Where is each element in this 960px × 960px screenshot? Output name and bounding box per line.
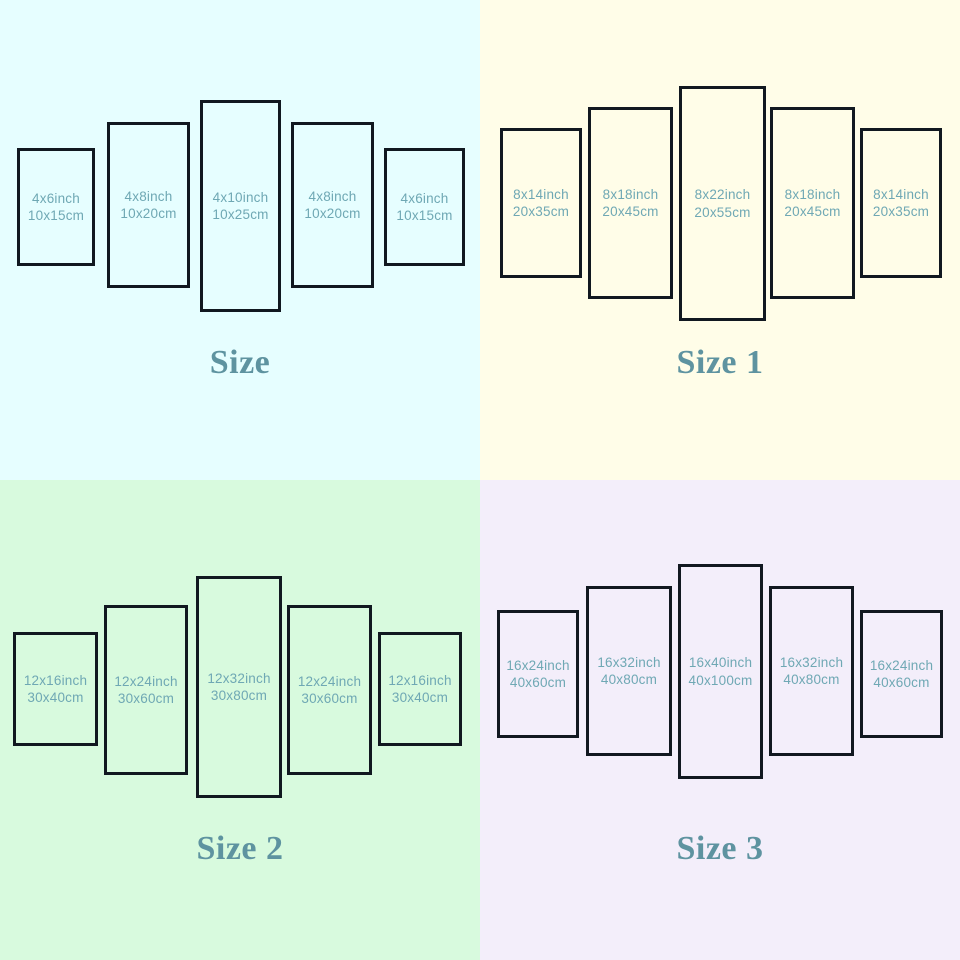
- panel-size-inch: 4x10inch: [212, 189, 269, 205]
- panel-size-label: 12x16inch 30x40cm: [388, 672, 451, 707]
- panel-size-cm: 30x40cm: [391, 690, 449, 705]
- panel-size-inch: 16x40inch: [688, 655, 753, 671]
- panel-size-cm: 40x60cm: [873, 675, 930, 690]
- canvas-panel-1: 8x14inch 20x35cm: [500, 128, 582, 278]
- canvas-panel-5: 16x24inch 40x60cm: [860, 610, 943, 738]
- panel-size-label: 16x32inch 40x80cm: [780, 654, 843, 689]
- canvas-panel-4: 16x32inch 40x80cm: [769, 586, 854, 756]
- panel-size-cm: 20x45cm: [784, 204, 841, 219]
- panel-size-inch: 16x32inch: [779, 654, 844, 670]
- panel-group: 16x24inch 40x60cm 16x32inch 40x80cm 16x40inc…: [480, 480, 960, 960]
- quadrant-title-size-1: Size 1: [676, 344, 764, 381]
- panel-size-cm: 10x15cm: [27, 208, 85, 223]
- panel-size-inch: 4x6inch: [400, 190, 449, 206]
- canvas-panel-5: 12x16inch 30x40cm: [378, 632, 462, 746]
- panel-size-inch: 12x16inch: [388, 672, 452, 688]
- quadrant-size: 4x6inch 10x15cm 4x8inch 10x20cm 4x10inch 10x2…: [0, 0, 480, 480]
- canvas-panel-3: 12x32inch 30x80cm: [196, 576, 282, 798]
- panel-size-label: 8x14inch 20x35cm: [873, 186, 929, 221]
- panel-size-inch: 8x14inch: [873, 186, 929, 202]
- panel-size-cm: 40x80cm: [600, 672, 658, 687]
- quadrant-title-size: Size: [209, 344, 271, 381]
- panel-group: 12x16inch 30x40cm 12x24inch 30x60cm 12x32inc…: [0, 480, 480, 960]
- canvas-panel-1: 4x6inch 10x15cm: [17, 148, 95, 266]
- panel-group: 4x6inch 10x15cm 4x8inch 10x20cm 4x10inch 10x2…: [0, 0, 480, 480]
- canvas-panel-4: 8x18inch 20x45cm: [770, 107, 855, 299]
- panel-size-label: 12x24inch 30x60cm: [298, 673, 361, 708]
- panel-size-label: 16x24inch 40x60cm: [870, 657, 933, 692]
- panel-size-cm: 30x60cm: [301, 691, 358, 706]
- panel-size-inch: 12x24inch: [297, 673, 362, 689]
- panel-size-inch: 4x6inch: [32, 190, 80, 206]
- panel-size-cm: 20x45cm: [602, 204, 659, 219]
- panel-size-cm: 10x15cm: [396, 208, 453, 223]
- canvas-panel-1: 16x24inch 40x60cm: [497, 610, 579, 738]
- canvas-panel-2: 8x18inch 20x45cm: [588, 107, 673, 299]
- panel-size-cm: 20x35cm: [512, 204, 570, 219]
- panel-size-label: 12x24inch 30x60cm: [114, 673, 177, 708]
- panel-size-cm: 20x35cm: [872, 204, 930, 219]
- panel-size-label: 4x6inch 10x15cm: [396, 190, 452, 225]
- canvas-panel-3: 4x10inch 10x25cm: [200, 100, 281, 312]
- canvas-panel-2: 16x32inch 40x80cm: [586, 586, 672, 756]
- panel-size-inch: 12x16inch: [23, 672, 88, 688]
- panel-size-inch: 16x24inch: [506, 657, 570, 673]
- quadrant-size-3: 16x24inch 40x60cm 16x32inch 40x80cm 16x40inc…: [480, 480, 960, 960]
- panel-size-label: 8x18inch 20x45cm: [784, 186, 840, 221]
- panel-size-label: 16x32inch 40x80cm: [597, 654, 660, 689]
- panel-size-cm: 40x60cm: [509, 675, 567, 690]
- quadrant-title-size-2: Size 2: [196, 830, 284, 867]
- panel-size-label: 4x6inch 10x15cm: [28, 190, 84, 225]
- canvas-panel-4: 4x8inch 10x20cm: [291, 122, 374, 288]
- panel-size-cm: 40x100cm: [688, 672, 753, 688]
- panel-size-inch: 8x14inch: [513, 186, 569, 202]
- panel-size-label: 4x8inch 10x20cm: [120, 188, 176, 223]
- panel-size-label: 8x18inch 20x45cm: [602, 186, 658, 221]
- panel-size-inch: 8x18inch: [602, 186, 659, 202]
- panel-size-label: 8x14inch 20x35cm: [513, 186, 569, 221]
- canvas-panel-2: 4x8inch 10x20cm: [107, 122, 190, 288]
- panel-size-cm: 30x60cm: [117, 691, 175, 706]
- panel-size-cm: 30x80cm: [210, 688, 268, 703]
- panel-size-label: 12x16inch 30x40cm: [24, 672, 87, 707]
- panel-size-inch: 16x24inch: [869, 657, 934, 673]
- panel-size-label: 4x8inch 10x20cm: [304, 188, 360, 223]
- panel-size-inch: 8x18inch: [784, 186, 841, 202]
- panel-size-inch: 16x32inch: [597, 654, 661, 670]
- panel-size-inch: 12x32inch: [207, 670, 271, 686]
- quadrant-size-2: 12x16inch 30x40cm 12x24inch 30x60cm 12x32inc…: [0, 480, 480, 960]
- panel-size-cm: 30x40cm: [27, 690, 84, 705]
- panel-size-inch: 4x8inch: [124, 188, 173, 204]
- canvas-panel-1: 12x16inch 30x40cm: [13, 632, 98, 746]
- panel-size-cm: 10x25cm: [212, 207, 269, 222]
- panel-size-label: 4x10inch 10x25cm: [212, 189, 268, 224]
- panel-size-cm: 40x80cm: [783, 672, 840, 687]
- panel-size-label: 12x32inch 30x80cm: [207, 670, 270, 705]
- panel-size-cm: 10x20cm: [120, 206, 177, 221]
- canvas-panel-2: 12x24inch 30x60cm: [104, 605, 188, 775]
- quadrant-title-size-3: Size 3: [676, 830, 764, 867]
- canvas-panel-5: 4x6inch 10x15cm: [384, 148, 465, 266]
- panel-size-inch: 4x8inch: [308, 188, 357, 204]
- panel-size-inch: 12x24inch: [114, 673, 178, 689]
- panel-size-cm: 20x55cm: [694, 204, 751, 220]
- panel-size-inch: 8x22inch: [694, 187, 751, 203]
- canvas-panel-5: 8x14inch 20x35cm: [860, 128, 942, 278]
- canvas-panel-4: 12x24inch 30x60cm: [287, 605, 372, 775]
- panel-size-cm: 10x20cm: [304, 206, 361, 221]
- panel-size-label: 16x24inch 40x60cm: [506, 657, 569, 692]
